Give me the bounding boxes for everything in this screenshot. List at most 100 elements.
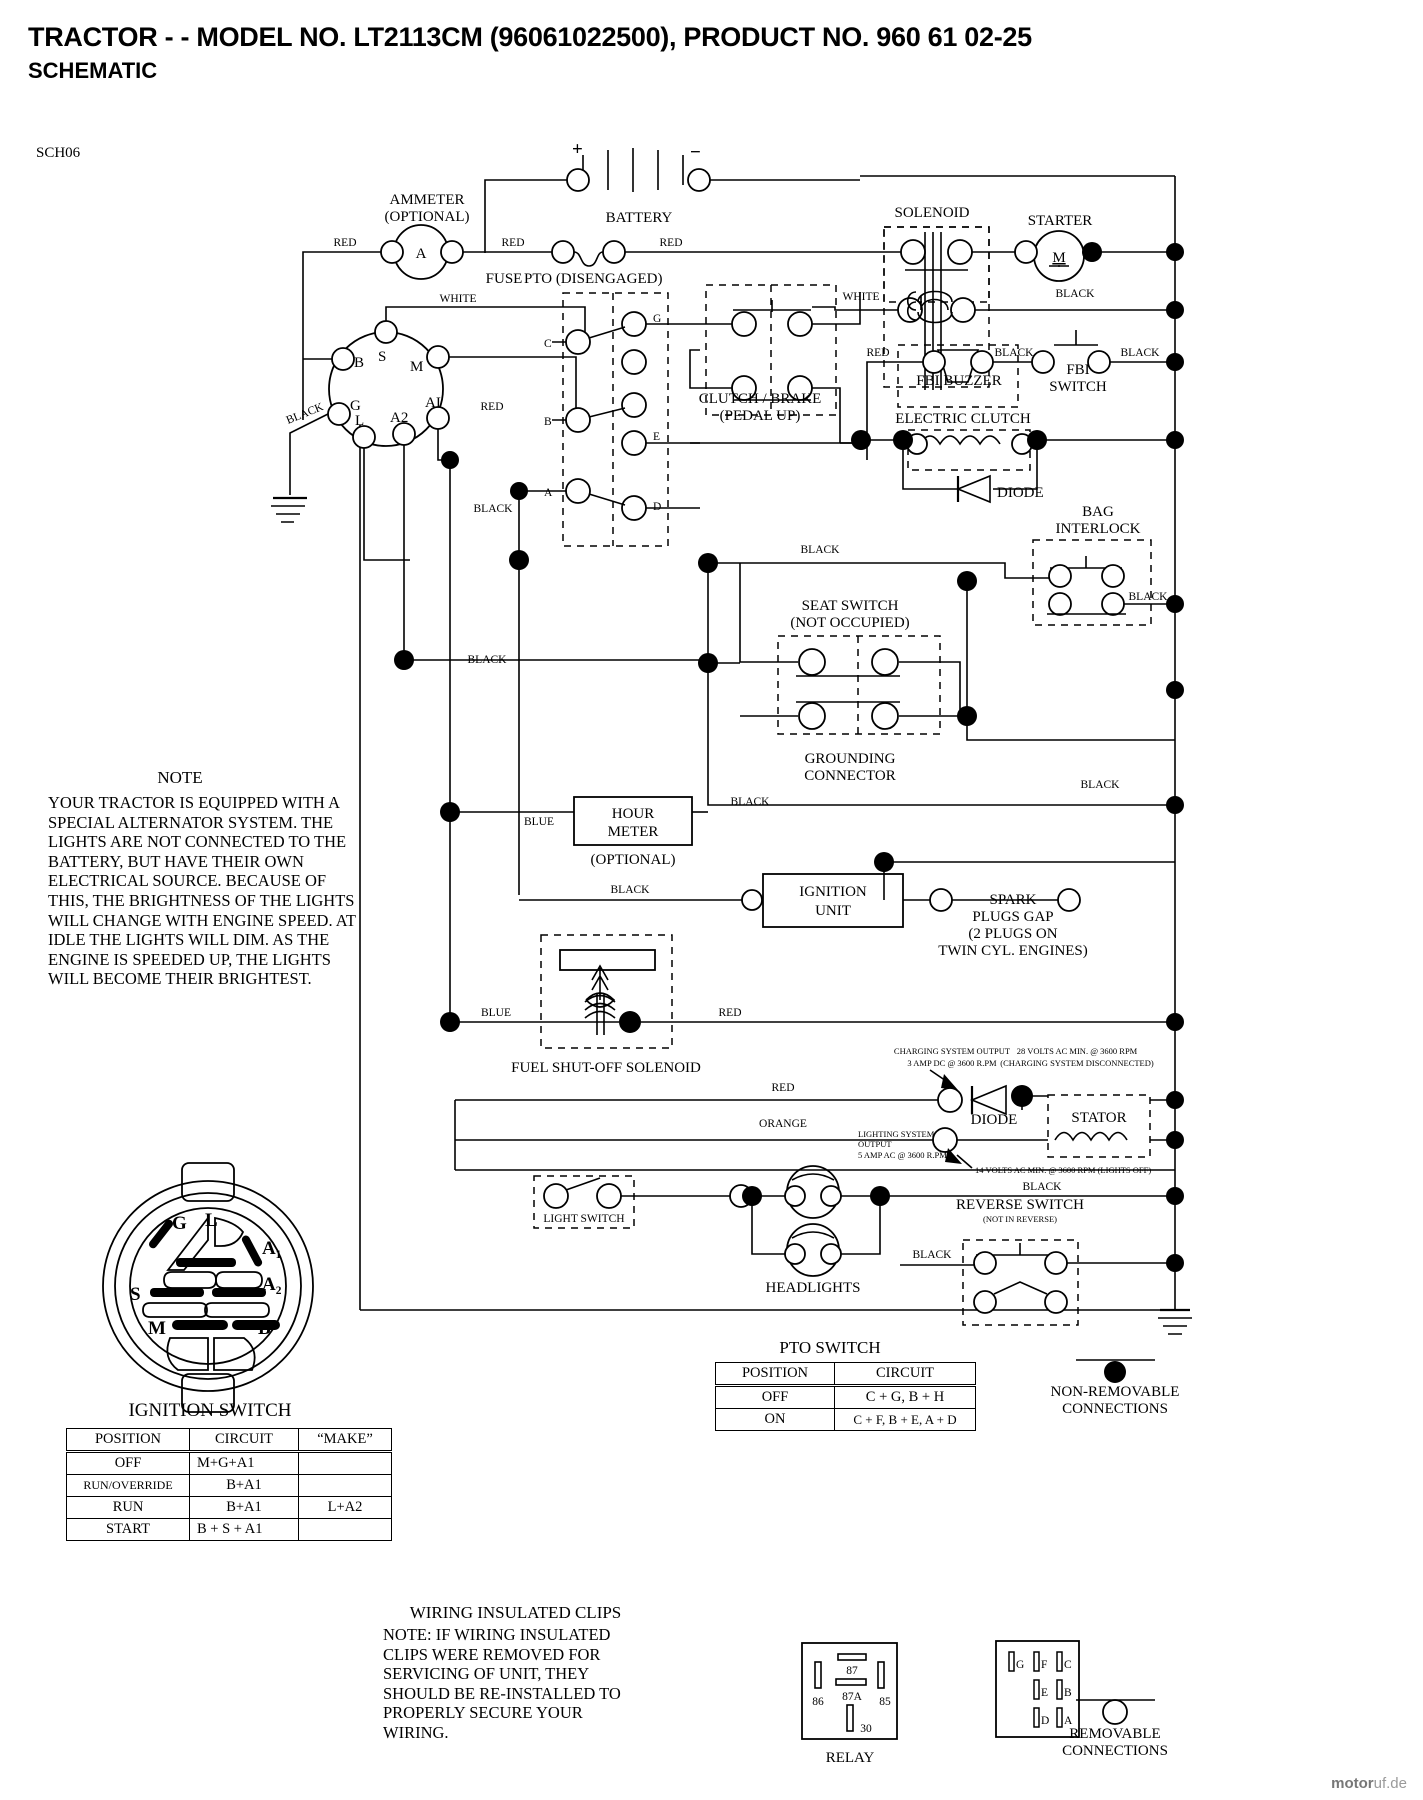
terminal-M[interactable] [426, 345, 450, 369]
wire-label-black-rev: BLACK [913, 1249, 953, 1261]
ignition-contact-A1 [241, 1235, 263, 1267]
fbi-buzzer-terminal-in[interactable] [922, 350, 946, 374]
spark-plug-terminal-1[interactable] [929, 888, 953, 912]
reverse-switch-terminal-1[interactable] [973, 1251, 997, 1275]
terminal-S[interactable] [374, 320, 398, 344]
lighting-output-label3: 5 AMP AC @ 3600 R.PM [858, 1150, 947, 1160]
volts-dc-label2: (CHARGING SYSTEM DISCONNECTED) [1000, 1058, 1154, 1068]
cell-position: RUN/OVERRIDE [66, 1474, 190, 1497]
relay-pin-87: 87 [846, 1665, 858, 1677]
seat-switch-terminal-2[interactable] [871, 648, 899, 676]
grounding-label1: GROUNDING [805, 751, 896, 767]
fbi-buzzer-terminal-out[interactable] [970, 350, 994, 374]
col-circuit: CIRCUIT [834, 1362, 976, 1387]
pto-terminal-C[interactable] [565, 329, 591, 355]
pto-terminal-F[interactable] [621, 392, 647, 418]
reverse-switch-terminal-3[interactable] [973, 1290, 997, 1314]
light-switch-terminal-1[interactable] [543, 1183, 569, 1209]
pto-terminal-G[interactable] [621, 311, 647, 337]
pto-terminal-D[interactable] [621, 495, 647, 521]
pto-pin-G: G [653, 313, 661, 325]
ignition-unit-terminal-in[interactable] [741, 889, 763, 911]
light-switch-terminal-2[interactable] [596, 1183, 622, 1209]
ignition-contact-B [232, 1320, 280, 1330]
spark-label1: SPARK [990, 892, 1037, 908]
ignition-outline-3 [142, 1302, 208, 1318]
solenoid-coil-terminal-2[interactable] [950, 297, 976, 323]
ammeter-left-terminal[interactable] [380, 240, 404, 264]
terminal-A2[interactable] [392, 422, 416, 446]
headlight-2-terminal-1[interactable] [784, 1243, 806, 1265]
pto-label: PTO (DISENGAGED) [524, 271, 662, 287]
seat-switch-terminal-4[interactable] [871, 702, 899, 730]
fuse-right-terminal[interactable] [602, 240, 626, 264]
non-removable-label2: CONNECTIONS [1062, 1401, 1168, 1417]
lighting-output-label2: OUTPUT [858, 1139, 892, 1149]
terminal-L[interactable] [352, 425, 376, 449]
charging-output-terminal[interactable] [937, 1087, 963, 1113]
fuel-solenoid-dashed-box [540, 934, 673, 1049]
clutch-brake-terminal-1[interactable] [731, 311, 757, 337]
fbi-buzzer-label: FBI BUZZER [916, 373, 1001, 389]
starter-label: STARTER [1028, 213, 1093, 229]
terminal-label-AI: AI [425, 395, 441, 411]
relay-pin-85-blade [877, 1661, 885, 1689]
note-body: YOUR TRACTOR IS EQUIPPED WITH A SPECIAL … [48, 793, 356, 989]
sheet-code: SCH06 [36, 145, 81, 161]
fbi-switch-left-terminal[interactable] [1031, 350, 1055, 374]
pto-switch-caption: PTO SWITCH [779, 1338, 881, 1357]
battery-positive-terminal[interactable] [566, 168, 590, 192]
reverse-switch-terminal-2[interactable] [1044, 1251, 1068, 1275]
reverse-switch-label1: REVERSE SWITCH [956, 1197, 1084, 1213]
pto-terminal-H[interactable] [621, 349, 647, 375]
page-subtitle: SCHEMATIC [28, 58, 158, 83]
grounding-label2: CONNECTOR [804, 768, 895, 784]
seat-switch-terminal-1[interactable] [798, 648, 826, 676]
terminal-B[interactable] [331, 347, 355, 371]
bag-interlock-terminal-3[interactable] [1048, 592, 1072, 616]
ammeter-right-terminal[interactable] [440, 240, 464, 264]
node-stator-bus [1166, 1091, 1184, 1109]
fuse-left-terminal[interactable] [551, 240, 575, 264]
fuel-solenoid-label: FUEL SHUT-OFF SOLENOID [511, 1060, 701, 1076]
wire-label-black-seat: BLACK [801, 544, 841, 556]
starter-left-terminal[interactable] [1014, 240, 1038, 264]
battery-negative-terminal[interactable] [687, 168, 711, 192]
headlight-1-terminal-2[interactable] [820, 1185, 842, 1207]
lighting-output-terminal[interactable] [932, 1127, 958, 1153]
reverse-switch-dashed-box [962, 1239, 1079, 1326]
connector-block [995, 1640, 1080, 1738]
fbi-switch-right-terminal[interactable] [1087, 350, 1111, 374]
ammeter-letter: A [416, 246, 427, 262]
table-row: OFF M+G+A1 [66, 1451, 392, 1475]
pto-terminal-E[interactable] [621, 430, 647, 456]
node-fbi-bus [1166, 353, 1184, 371]
node-right-bus-2 [1166, 796, 1184, 814]
volts-dc-label1: 28 VOLTS AC MIN. @ 3600 RPM [1017, 1046, 1138, 1056]
table-row: ON C + F, B + E, A + D [715, 1408, 976, 1431]
page-title: TRACTOR - - MODEL NO. LT2113CM (96061022… [28, 22, 1032, 52]
clutch-brake-terminal-2[interactable] [787, 311, 813, 337]
headlight-2-terminal-2[interactable] [820, 1243, 842, 1265]
seat-switch-terminal-3[interactable] [798, 702, 826, 730]
bag-interlock-terminal-4[interactable] [1101, 592, 1125, 616]
spark-label3: (2 PLUGS ON [968, 926, 1057, 942]
reverse-switch-terminal-4[interactable] [1044, 1290, 1068, 1314]
solenoid-terminal-out[interactable] [947, 239, 973, 265]
pto-terminal-B[interactable] [565, 407, 591, 433]
pto-terminal-A[interactable] [565, 478, 591, 504]
headlight-1-terminal-1[interactable] [784, 1185, 806, 1207]
relay-pin-87a-blade [835, 1678, 867, 1686]
spark-plug-terminal-2[interactable] [1057, 888, 1081, 912]
terminal-G[interactable] [327, 402, 351, 426]
bag-interlock-terminal-2[interactable] [1101, 564, 1125, 588]
cell-circuit: B+A1 [189, 1496, 299, 1519]
bag-interlock-terminal-1[interactable] [1048, 564, 1072, 588]
fuse-label: FUSE [486, 271, 523, 287]
cell-position: ON [715, 1408, 835, 1431]
node-right-bus-1 [1166, 681, 1184, 699]
solenoid-terminal-in[interactable] [900, 239, 926, 265]
solenoid-dashed-box [883, 226, 990, 388]
stator-diode-label: DIODE [971, 1112, 1018, 1128]
